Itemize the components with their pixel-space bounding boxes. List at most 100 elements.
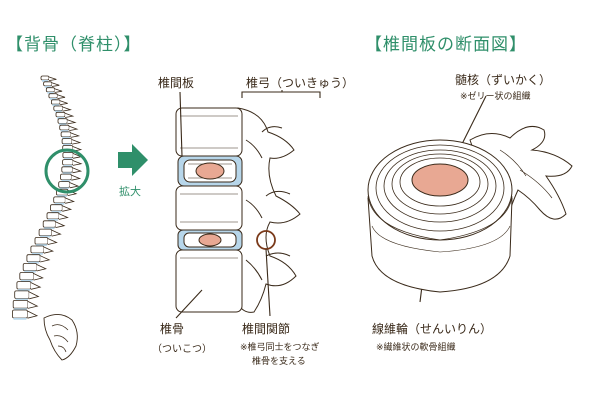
spine-vertebra: [50, 204, 63, 212]
spine-process: [55, 221, 66, 228]
spine-disc: [52, 104, 60, 106]
spine-vertebra: [51, 99, 61, 105]
spine-disc: [40, 235, 51, 238]
disc-section-title: 【椎間板の断面図】: [365, 35, 527, 55]
label-facet-joint: 椎間関節: [242, 322, 291, 336]
spine-process: [51, 229, 62, 237]
spine-vertebra: [30, 245, 45, 254]
spine-process: [67, 119, 77, 125]
spine-process: [40, 255, 51, 263]
spine-disc: [60, 130, 69, 132]
zoom-circle: [44, 148, 90, 194]
label-nucleus: 髄核（ずいかく）: [455, 73, 552, 87]
spine-process: [71, 139, 82, 145]
spine-vertebra: [26, 254, 41, 263]
spine-disc: [17, 289, 30, 291]
spine-vertebra: [58, 181, 71, 188]
spine-disc: [59, 187, 69, 190]
label-intervertebral-disc: 椎間板: [158, 76, 195, 90]
spine-disc: [44, 85, 51, 88]
spine-disc: [63, 165, 73, 167]
nucleus-cross-section: [411, 163, 469, 197]
spine-process: [27, 310, 39, 319]
spine-process: [64, 112, 75, 118]
spine-process: [30, 282, 42, 290]
spine-disc: [20, 279, 33, 282]
spine-column: [12, 75, 83, 320]
spine-disc: [36, 244, 47, 246]
spine-disc: [48, 219, 59, 221]
disc-cross-section: [367, 125, 573, 293]
spine-disc: [15, 298, 29, 301]
spine-disc: [54, 202, 65, 205]
spine-disc: [63, 150, 72, 153]
spine-process: [47, 238, 58, 245]
spine-vertebra: [61, 138, 73, 145]
spine-vertebra: [38, 228, 52, 237]
label-vertebral-body-reading: （ついこつ）: [152, 344, 212, 355]
zoom-label: 拡大: [119, 185, 141, 198]
spine-disc: [49, 98, 57, 100]
spine-disc: [51, 210, 62, 213]
intervertebral-discs: [177, 155, 243, 251]
spine-process: [71, 174, 82, 181]
spine-process: [58, 213, 69, 220]
nucleus-note: ※ゼリー状の組織: [460, 92, 531, 102]
label-vertebral-body: 椎骨: [160, 322, 185, 336]
spine-process: [62, 106, 72, 112]
spine-vertebra: [45, 87, 55, 93]
spine-disc: [62, 172, 72, 175]
spine-process: [72, 160, 83, 166]
spine-disc: [62, 136, 70, 139]
spine-vertebra: [53, 105, 64, 111]
spine-process: [51, 82, 60, 87]
spine-process: [69, 125, 79, 131]
spine-vertebra: [57, 118, 68, 124]
spine-process: [48, 76, 57, 81]
spine-disc: [44, 227, 55, 230]
spine-vertebra: [60, 131, 72, 138]
spine-process: [72, 167, 83, 174]
spine-process: [70, 132, 81, 138]
spine-process: [36, 264, 47, 272]
spine-vertebra: [48, 93, 58, 99]
lateral-segment: [175, 107, 301, 313]
spine-disc: [14, 308, 27, 310]
spine-vertebra: [62, 159, 74, 166]
spine-vertebra: [59, 124, 70, 131]
annulus-note: ※繊維状の軟骨組織: [376, 343, 456, 353]
spine-process: [62, 205, 73, 212]
label-annulus: 線維輪（せんいりん）: [372, 322, 493, 336]
spine-process: [65, 197, 76, 204]
spine-disc: [63, 143, 71, 146]
nucleus-lower: [198, 233, 222, 247]
spine-process: [59, 100, 68, 106]
spine-vertebra: [34, 237, 49, 245]
spine-vertebra: [40, 75, 50, 81]
spine-disc: [57, 116, 65, 119]
spine-vertebra: [16, 281, 32, 290]
facet-joint-note-2: 椎骨を支える: [252, 357, 306, 367]
spine-vertebra: [60, 173, 72, 181]
spine-vertebra: [43, 81, 53, 87]
spine-vertebra: [14, 290, 30, 299]
spine-vertebra: [22, 263, 38, 272]
spine-process: [43, 246, 55, 254]
spine-disc: [24, 270, 36, 273]
spine-process: [57, 94, 66, 99]
spine-vertebra: [12, 299, 29, 309]
spine-vertebra: [62, 152, 74, 159]
facet-joint-note-1: ※椎弓同士をつなぎ: [240, 343, 320, 353]
spine-vertebra: [55, 111, 66, 118]
spine-vertebra: [19, 272, 34, 281]
spine-disc: [59, 123, 67, 126]
spine-disc: [27, 261, 40, 264]
spine-process: [28, 291, 40, 300]
nucleus-upper: [195, 162, 225, 180]
spine-process: [54, 88, 63, 93]
spine-disc: [61, 179, 71, 182]
sacrum: [43, 314, 78, 361]
spine-disc: [54, 110, 62, 113]
spine-vertebra: [12, 309, 28, 319]
